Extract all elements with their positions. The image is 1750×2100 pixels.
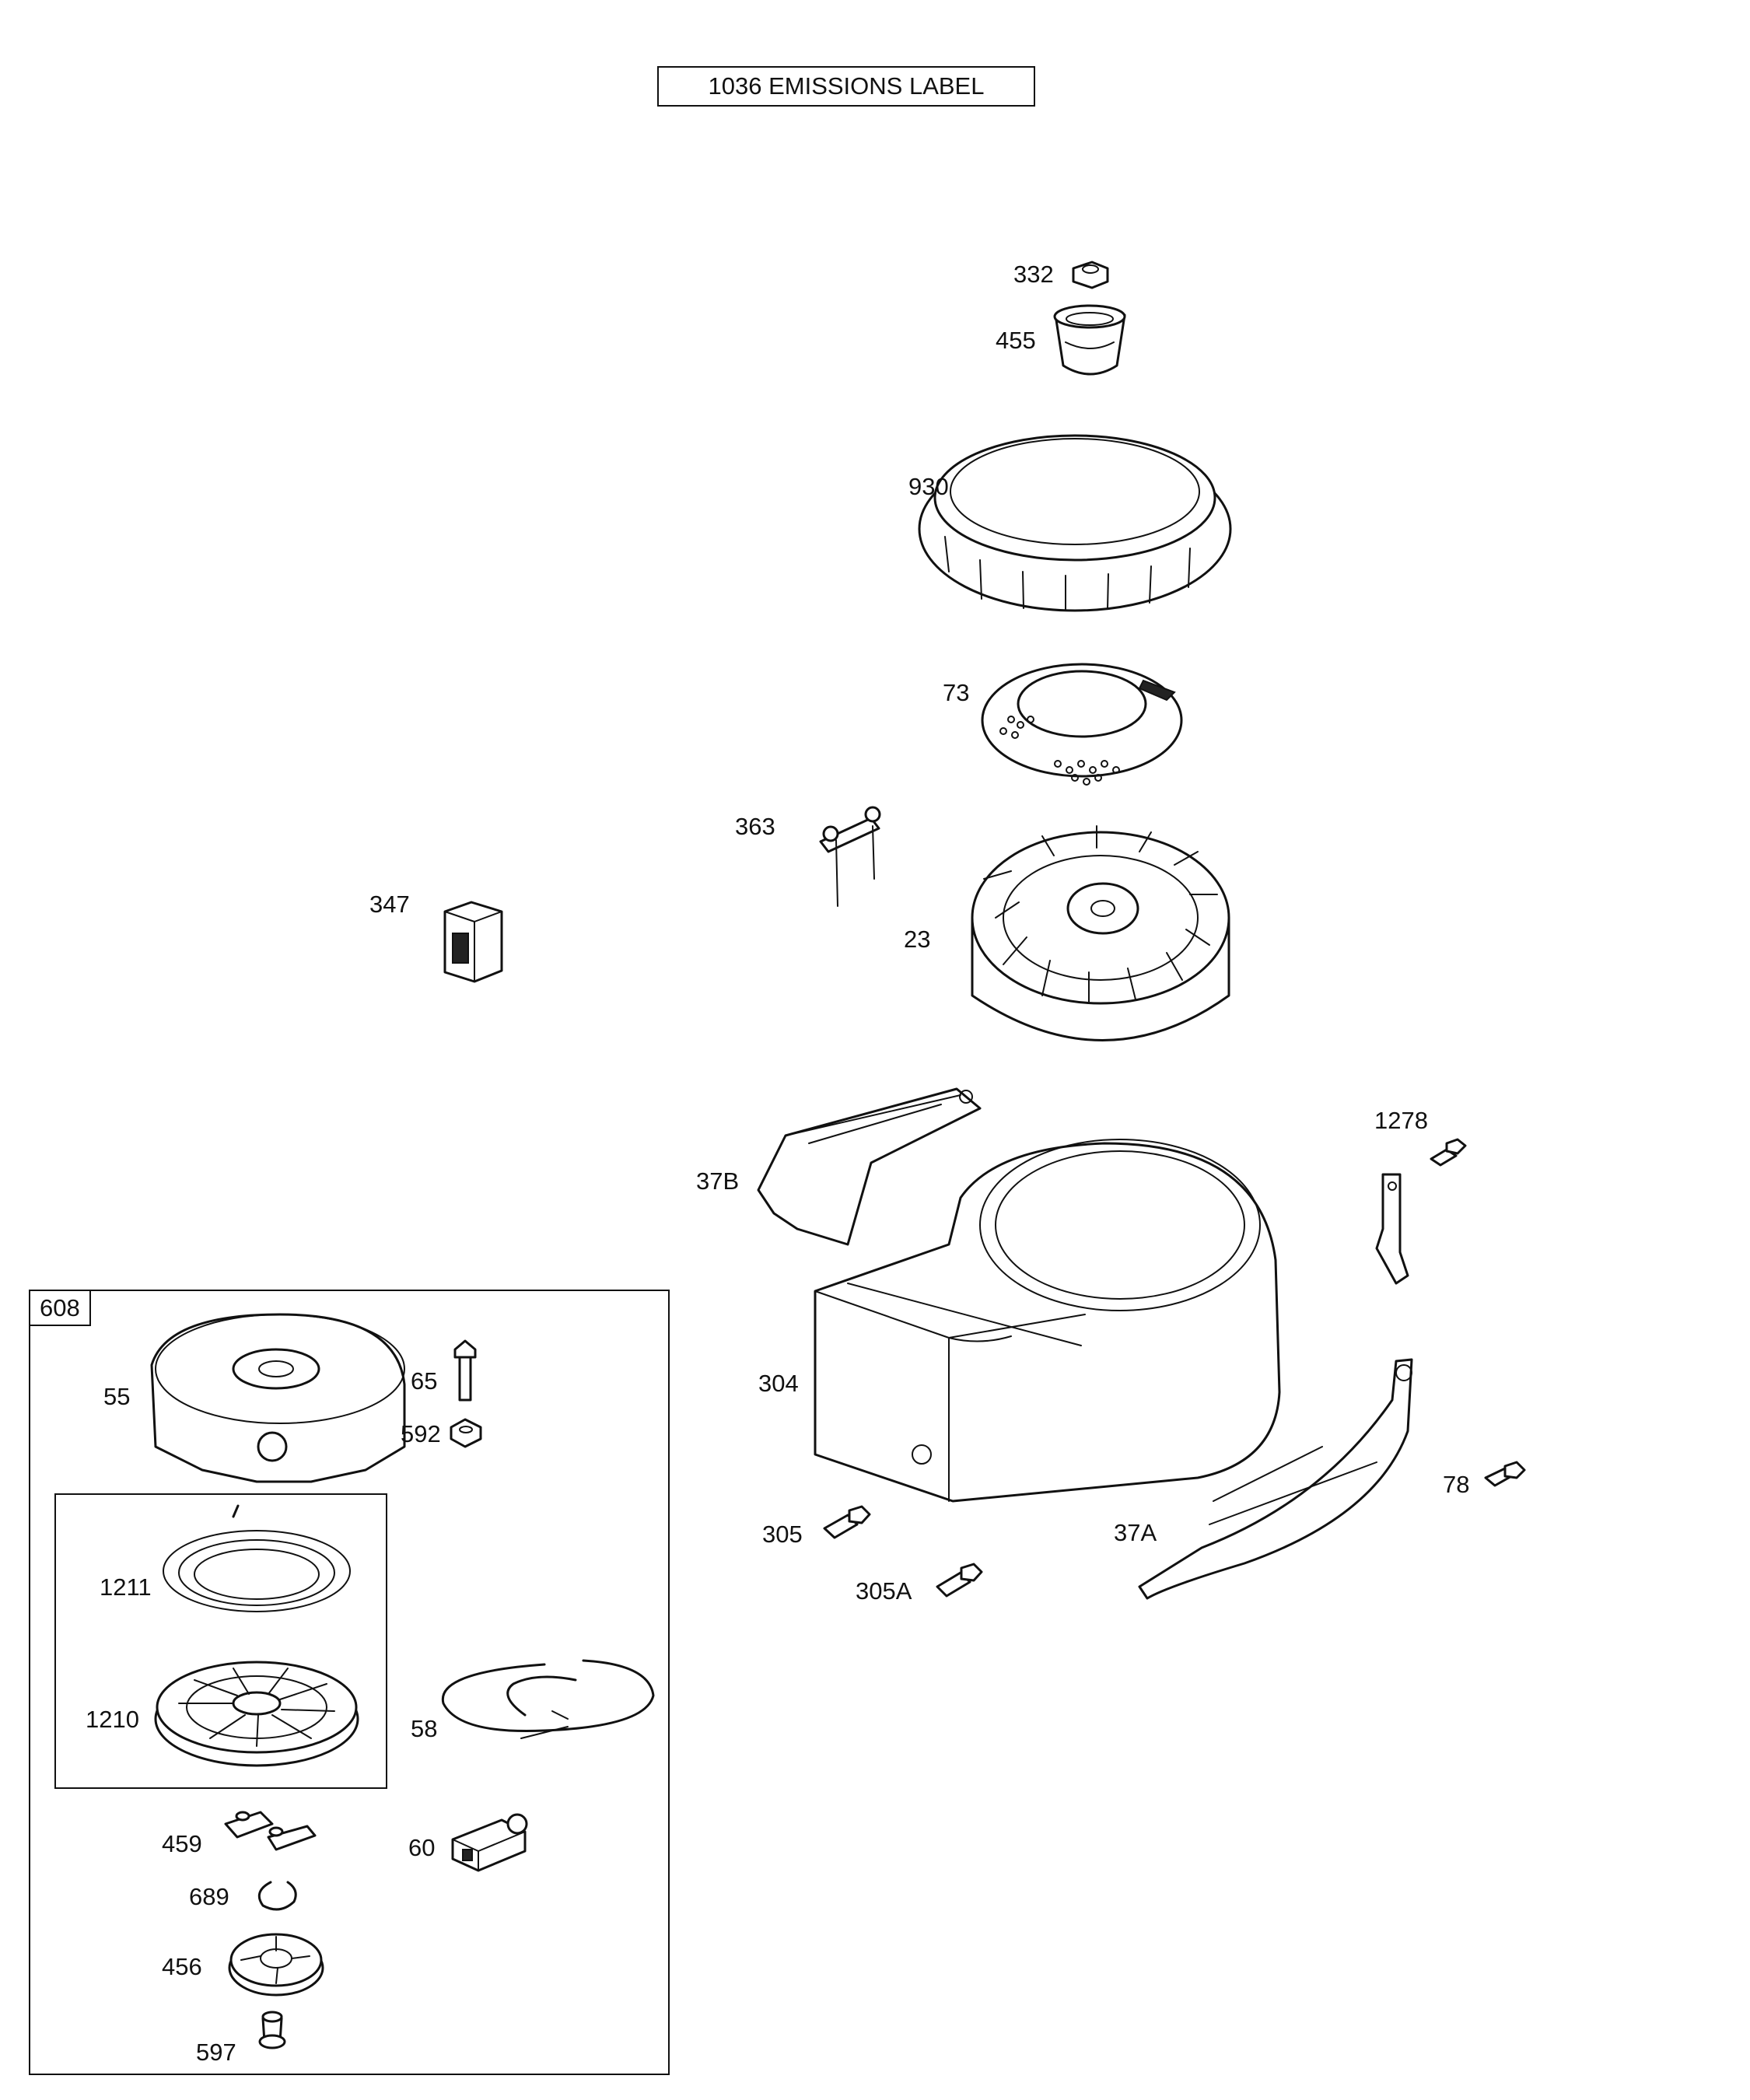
part-label-60: 60 — [408, 1834, 436, 1861]
screw-icon — [1430, 1138, 1467, 1167]
screen-ring-icon — [918, 434, 1232, 612]
part-label-1210: 1210 — [86, 1706, 139, 1733]
screw-icon — [823, 1505, 871, 1539]
part-label-23: 23 — [904, 926, 931, 953]
group-608-box: 608 — [29, 1290, 670, 2075]
stud-bracket-icon — [819, 806, 881, 907]
part-label-78: 78 — [1443, 1471, 1470, 1498]
boot-icon — [443, 901, 503, 983]
screw-icon — [936, 1563, 983, 1598]
part-label-347: 347 — [369, 891, 410, 918]
part-label-1278: 1278 — [1374, 1107, 1428, 1134]
screw-icon — [453, 1339, 477, 1402]
part-label-305A: 305A — [856, 1577, 912, 1605]
part-label-930: 930 — [908, 473, 949, 500]
flywheel-icon — [971, 825, 1230, 1041]
part-label-73: 73 — [943, 679, 970, 706]
part-label-689: 689 — [189, 1883, 229, 1910]
blower-housing-icon — [814, 1139, 1281, 1503]
pulley-icon — [154, 1661, 359, 1767]
air-guide-icon — [757, 1087, 982, 1246]
starter-cup-icon — [1053, 304, 1126, 376]
handle-icon — [451, 1813, 528, 1872]
part-label-456: 456 — [162, 1953, 202, 1980]
part-label-332: 332 — [1013, 261, 1054, 288]
hex-nut-icon — [450, 1418, 482, 1448]
pawl-icon — [224, 1811, 317, 1851]
part-label-37B: 37B — [696, 1167, 740, 1195]
baffle-plate-icon — [1375, 1173, 1409, 1285]
starter-housing-icon — [150, 1313, 406, 1483]
part-label-55: 55 — [103, 1383, 131, 1410]
part-label-597: 597 — [196, 2039, 236, 2066]
part-label-592: 592 — [401, 1420, 441, 1447]
retaining-ring-icon — [257, 1881, 297, 1911]
part-label-363: 363 — [735, 813, 775, 840]
part-label-37A: 37A — [1114, 1519, 1157, 1546]
rotating-screen-icon — [981, 663, 1183, 786]
screw-icon — [1484, 1461, 1526, 1487]
starter-rope-icon — [441, 1659, 655, 1739]
part-label-1211: 1211 — [100, 1573, 152, 1601]
part-label-65: 65 — [411, 1367, 438, 1395]
part-label-459: 459 — [162, 1830, 202, 1857]
part-label-305: 305 — [762, 1521, 803, 1548]
retainer-icon — [228, 1933, 324, 1997]
group-608-tag: 608 — [30, 1291, 91, 1326]
air-guide-icon — [1138, 1358, 1413, 1600]
part-label-455: 455 — [996, 327, 1036, 354]
emissions-label-text: 1036 EMISSIONS LABEL — [708, 72, 985, 100]
pulley-subgroup-box — [54, 1493, 387, 1789]
pin-icon — [258, 2011, 286, 2049]
emissions-label-box: 1036 EMISSIONS LABEL — [657, 66, 1035, 107]
part-label-58: 58 — [411, 1715, 438, 1742]
rewind-spring-icon — [163, 1504, 351, 1612]
hex-nut-icon — [1072, 261, 1109, 289]
part-label-304: 304 — [758, 1370, 799, 1397]
